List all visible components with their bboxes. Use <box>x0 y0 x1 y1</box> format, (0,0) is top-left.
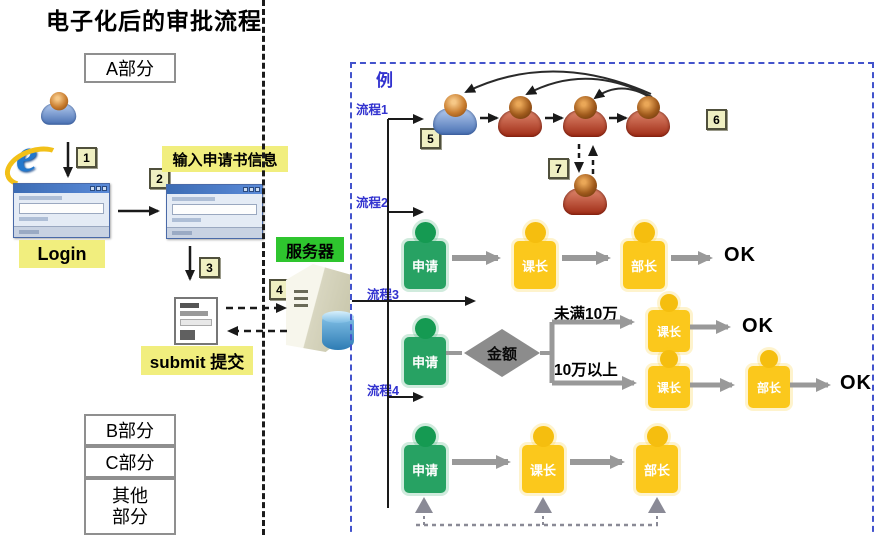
step-5-badge: 5 <box>420 128 441 149</box>
login-field <box>19 203 104 214</box>
flow3-section-chief-top-figure: 课长 <box>648 294 690 352</box>
flow2-section-chief-figure: 课长 <box>514 222 556 289</box>
database-icon <box>322 311 354 350</box>
section-c-label: C部分 <box>105 453 155 473</box>
flow3-dept-chief-figure: 部长 <box>748 350 790 408</box>
input-info-label: 输入申请书信息 <box>162 146 288 172</box>
example-box <box>350 62 874 535</box>
flow3-branch-high-label: 10万以上 <box>554 362 618 379</box>
flow3-branch-low-label: 未满10万 <box>554 306 618 323</box>
flow1-person-2-icon <box>498 96 542 142</box>
flow4-apply-figure: 申请 <box>404 426 446 493</box>
flow2-label: 流程2 <box>356 196 388 210</box>
flow3-apply-figure: 申请 <box>404 318 446 385</box>
section-a-label: A部分 <box>105 59 154 79</box>
page-title: 电子化后的审批流程 <box>46 8 262 34</box>
flow1-person-1-icon <box>433 94 477 140</box>
step-6-badge: 6 <box>706 109 727 130</box>
input-window-screenshot <box>166 184 263 239</box>
flow4-section-chief-figure: 课长 <box>522 426 564 493</box>
flow4-dept-chief-figure: 部长 <box>636 426 678 493</box>
dashed-separator-line <box>262 0 265 535</box>
flow1-person-4-icon <box>626 96 670 142</box>
user-icon-head <box>49 92 68 111</box>
window-titlebar <box>167 185 262 194</box>
flow1-label: 流程1 <box>356 103 388 117</box>
browser-icon: e <box>0 129 71 195</box>
flow3-ok-bottom-label: OK <box>840 372 872 394</box>
example-title: 例 <box>376 71 393 90</box>
section-c-box: C部分 <box>84 446 176 478</box>
section-other-box: 其他部分 <box>84 478 176 535</box>
flow3-label: 流程3 <box>367 288 399 302</box>
section-b-label: B部分 <box>105 421 154 441</box>
step-7-badge: 7 <box>548 158 569 179</box>
step-1-badge: 1 <box>76 147 97 168</box>
step-3-badge: 3 <box>199 257 220 278</box>
section-other-label: 其他部分 <box>112 485 148 527</box>
login-label: Login <box>19 240 105 268</box>
document-icon <box>174 297 218 345</box>
flow2-ok-label: OK <box>724 244 756 266</box>
user-icon-body <box>41 103 77 125</box>
section-b-box: B部分 <box>84 414 176 446</box>
flow2-dept-chief-figure: 部长 <box>623 222 665 289</box>
server-label: 服务器 <box>276 237 344 262</box>
user-icon <box>41 92 77 129</box>
form-field <box>172 204 257 215</box>
section-a-box: A部分 <box>84 53 176 83</box>
flow3-section-chief-bottom-figure: 课长 <box>648 350 690 408</box>
flow4-label: 流程4 <box>367 384 399 398</box>
step-2-badge: 2 <box>149 168 170 189</box>
submit-label: submit 提交 <box>141 346 253 375</box>
flow2-apply-figure: 申请 <box>404 222 446 289</box>
flow1-person-5-icon <box>563 174 607 220</box>
window-titlebar <box>14 184 109 193</box>
flow1-person-3-icon <box>563 96 607 142</box>
login-window-screenshot <box>13 183 110 238</box>
flow3-ok-top-label: OK <box>742 315 774 337</box>
